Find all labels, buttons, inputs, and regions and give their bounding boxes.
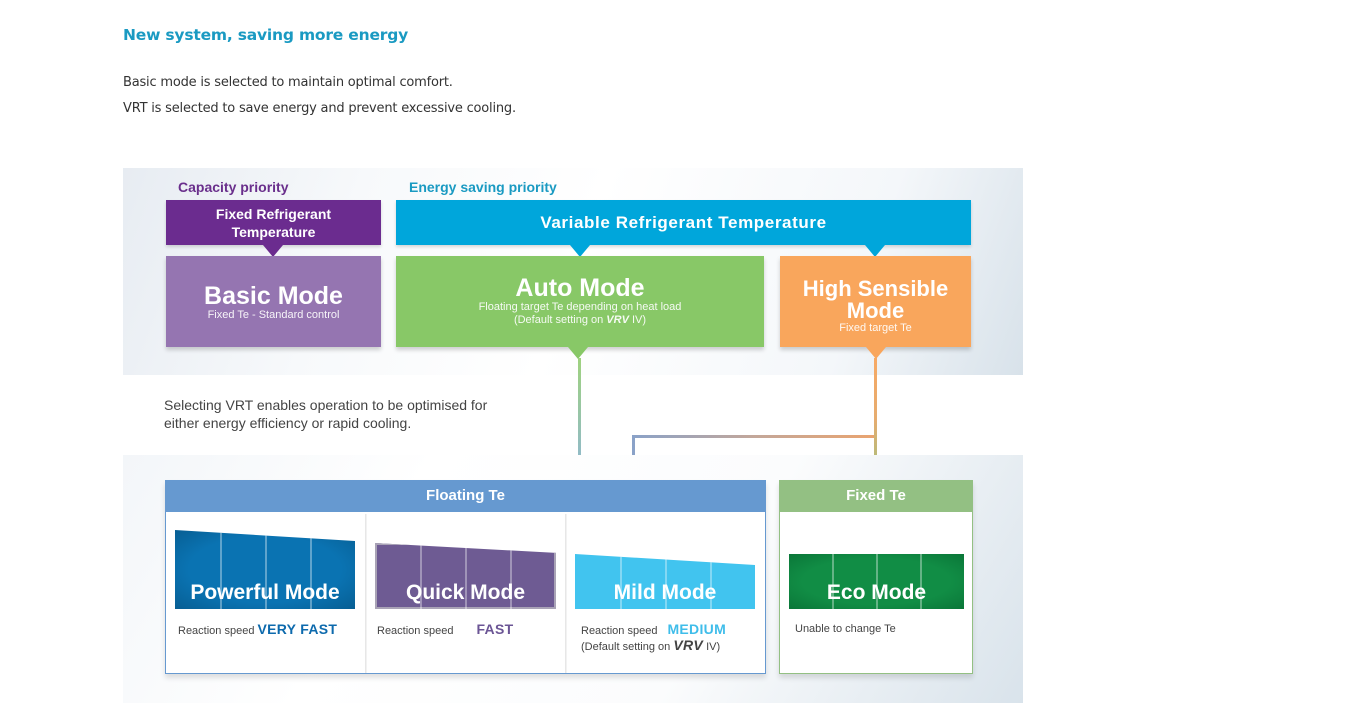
tile-stripe (876, 554, 878, 609)
tile-stripe (920, 554, 922, 609)
tile-stripe (310, 530, 312, 609)
eco-mode-tile: Eco Mode (789, 554, 964, 609)
note-suffix: IV) (628, 314, 647, 326)
energy-saving-priority-label: Energy saving priority (409, 179, 557, 195)
connector-auto (578, 358, 581, 480)
arrow-down-icon (570, 245, 590, 257)
caption-line-2: either energy efficiency or rapid coolin… (164, 415, 412, 431)
basic-mode-box: Basic Mode Fixed Te - Standard control (166, 256, 381, 347)
eco-mode-title: Eco Mode (826, 581, 927, 604)
arrow-down-icon (568, 347, 588, 359)
high-sensible-title-line-2: Mode (846, 298, 905, 323)
fixed-te-header: Fixed Te (780, 480, 972, 512)
mild-mode-tile: Mild Mode (575, 554, 755, 609)
arrow-down-icon (865, 245, 885, 257)
connector-high (874, 358, 877, 480)
quick-mode-title: Quick Mode (405, 581, 526, 604)
auto-mode-note: (Default setting on VRV IV) (396, 314, 764, 327)
fixed-refrigerant-line-2: Temperature (231, 223, 316, 240)
speed-value: VERY FAST (257, 621, 338, 637)
speed-label: Reaction speed (581, 625, 658, 637)
intro-line-2: VRT is selected to save energy and preve… (123, 101, 516, 116)
auto-mode-box: Auto Mode Floating target Te depending o… (396, 256, 764, 347)
variable-refrigerant-banner: Variable Refrigerant Temperature (396, 200, 971, 245)
page-title: New system, saving more energy (123, 26, 408, 44)
floating-te-group: Floating Te Powerful Mode Reaction speed… (165, 480, 766, 674)
caption-line-1: Selecting VRT enables operation to be op… (164, 397, 488, 413)
tile-stripe (510, 543, 512, 609)
basic-mode-subtitle: Fixed Te - Standard control (207, 309, 340, 321)
arrow-down-icon (263, 245, 283, 257)
speed-value: MEDIUM (667, 621, 727, 637)
connector-horizontal (632, 435, 876, 438)
high-sensible-mode-box: High Sensible Mode Fixed target Te (780, 256, 971, 347)
arrow-down-icon (866, 347, 886, 359)
note-prefix: (Default setting on (581, 641, 674, 653)
note-suffix: IV) (703, 641, 721, 653)
tile-stripe (832, 554, 834, 609)
tile-stripe (665, 554, 667, 609)
speed-label: Reaction speed (377, 625, 454, 637)
divider (565, 514, 567, 673)
divider (365, 514, 367, 673)
tile-stripe (220, 530, 222, 609)
powerful-mode-title: Powerful Mode (190, 581, 340, 604)
quick-mode-tile: Quick Mode (375, 543, 556, 609)
speed-value: FAST (476, 621, 514, 637)
tile-stripe (620, 554, 622, 609)
mild-mode-speed: Reaction speed MEDIUM (581, 621, 726, 637)
tile-stripe (710, 554, 712, 609)
powerful-mode-tile: Powerful Mode (175, 530, 355, 609)
auto-mode-title: Auto Mode (515, 274, 645, 302)
tile-stripe (420, 543, 422, 609)
capacity-priority-label: Capacity priority (178, 179, 289, 195)
note-brand: VRV (606, 314, 629, 326)
mild-mode-title: Mild Mode (613, 581, 717, 604)
basic-mode-title: Basic Mode (204, 282, 343, 310)
speed-label: Reaction speed (178, 625, 255, 637)
quick-mode-speed: Reaction speed FAST (377, 621, 513, 637)
powerful-mode-speed: Reaction speed VERY FAST (178, 621, 337, 637)
eco-mode-note: Unable to change Te (795, 623, 896, 635)
tile-stripe (465, 543, 467, 609)
high-sensible-subtitle: Fixed target Te (839, 322, 912, 334)
fixed-refrigerant-banner: Fixed Refrigerant Temperature (166, 200, 381, 245)
floating-te-header: Floating Te (166, 480, 765, 512)
fixed-refrigerant-line-1: Fixed Refrigerant (215, 205, 332, 222)
vrt-caption: Selecting VRT enables operation to be op… (164, 396, 487, 432)
note-prefix: (Default setting on (513, 314, 607, 326)
auto-mode-subtitle: Floating target Te depending on heat loa… (478, 301, 682, 313)
note-brand: VRV (673, 637, 704, 653)
mild-mode-note: (Default setting on VRV IV) (581, 637, 720, 653)
tile-stripe (265, 530, 267, 609)
fixed-te-group: Fixed Te Eco Mode Unable to change Te (779, 480, 973, 674)
high-sensible-title-line-1: High Sensible (802, 276, 949, 301)
intro-line-1: Basic mode is selected to maintain optim… (123, 75, 453, 90)
